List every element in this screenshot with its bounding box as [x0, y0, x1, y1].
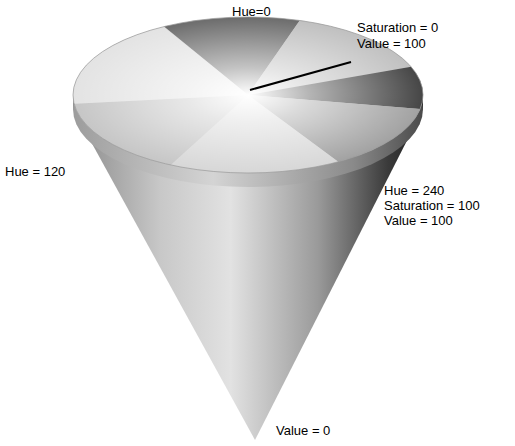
- axis-label: Value = 100: [384, 213, 453, 228]
- axis-label: Saturation = 100: [384, 198, 480, 213]
- axis-label: Hue = 120: [5, 164, 65, 179]
- axis-label: Hue = 240: [384, 183, 444, 198]
- axis-label: Value = 100: [357, 36, 426, 51]
- leader-line: [250, 62, 351, 90]
- axis-label: Value = 0: [276, 423, 330, 438]
- axis-label: Hue=0: [232, 4, 271, 19]
- axis-label: Saturation = 0: [357, 20, 438, 35]
